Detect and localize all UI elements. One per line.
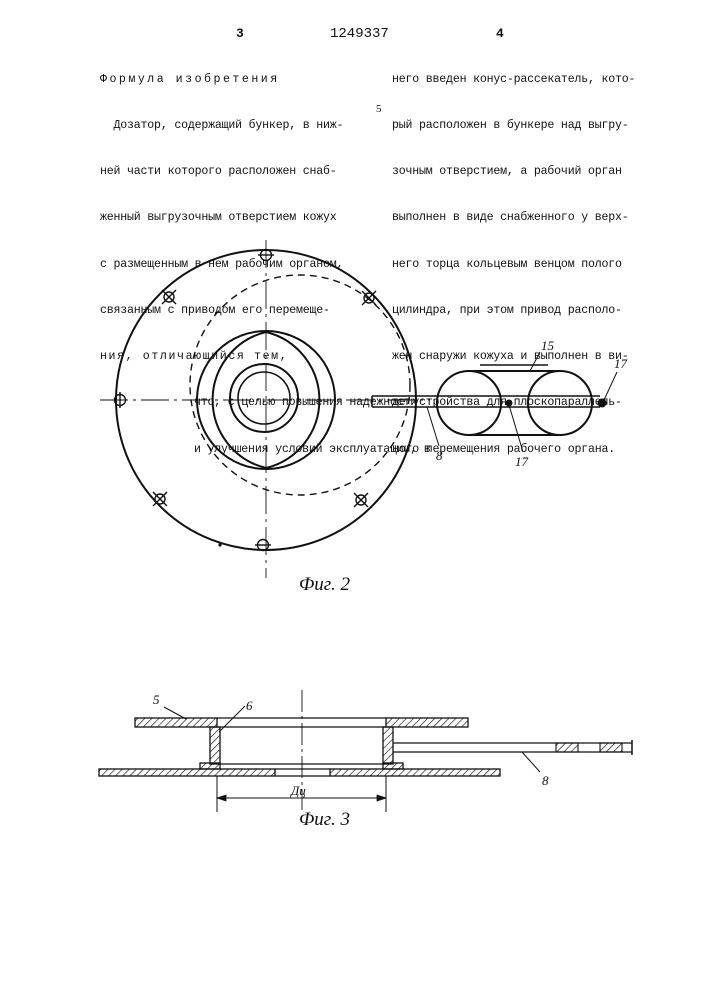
cylinder-wall-left <box>210 727 220 764</box>
pulley-left <box>437 371 501 435</box>
cylinder-wall-right <box>383 727 393 764</box>
leader-15 <box>530 352 540 371</box>
label-8-fig3: 8 <box>542 773 549 788</box>
figure-2 <box>100 240 617 578</box>
leader-17-top <box>604 372 617 400</box>
fig3-rod-hatch-2 <box>600 743 622 752</box>
leader-6 <box>219 706 245 732</box>
base-plate-right <box>330 769 500 776</box>
outlet-inner <box>238 372 290 424</box>
bunker-outline-dashed <box>190 275 410 495</box>
flange-left <box>200 763 220 769</box>
leader-8-fig3 <box>522 752 540 772</box>
leader-5 <box>164 707 186 719</box>
pivot-17-end <box>598 399 606 407</box>
leader-8 <box>427 407 439 446</box>
outlet-outer <box>230 364 298 432</box>
label-17-bottom: 17 <box>515 454 529 469</box>
fig3-rod-hatch-1 <box>556 743 578 752</box>
flange-right <box>383 763 403 769</box>
drive-rod <box>372 396 600 407</box>
top-plate-right <box>386 718 468 727</box>
label-5: 5 <box>153 692 160 707</box>
label-6: 6 <box>246 698 253 713</box>
label-15: 15 <box>541 338 555 353</box>
figure-3 <box>99 690 632 812</box>
pulley-right <box>528 371 592 435</box>
figure-3-caption: Фиг. 3 <box>299 809 350 830</box>
small-dot <box>218 543 221 546</box>
figure-2-caption: Фиг. 2 <box>299 574 350 595</box>
dimension-label: Дц <box>289 783 306 798</box>
base-plate-left <box>99 769 275 776</box>
leader-17-bottom <box>509 405 523 452</box>
label-17-top: 17 <box>614 356 628 371</box>
label-8: 8 <box>436 448 443 463</box>
top-plate-left <box>135 718 217 727</box>
